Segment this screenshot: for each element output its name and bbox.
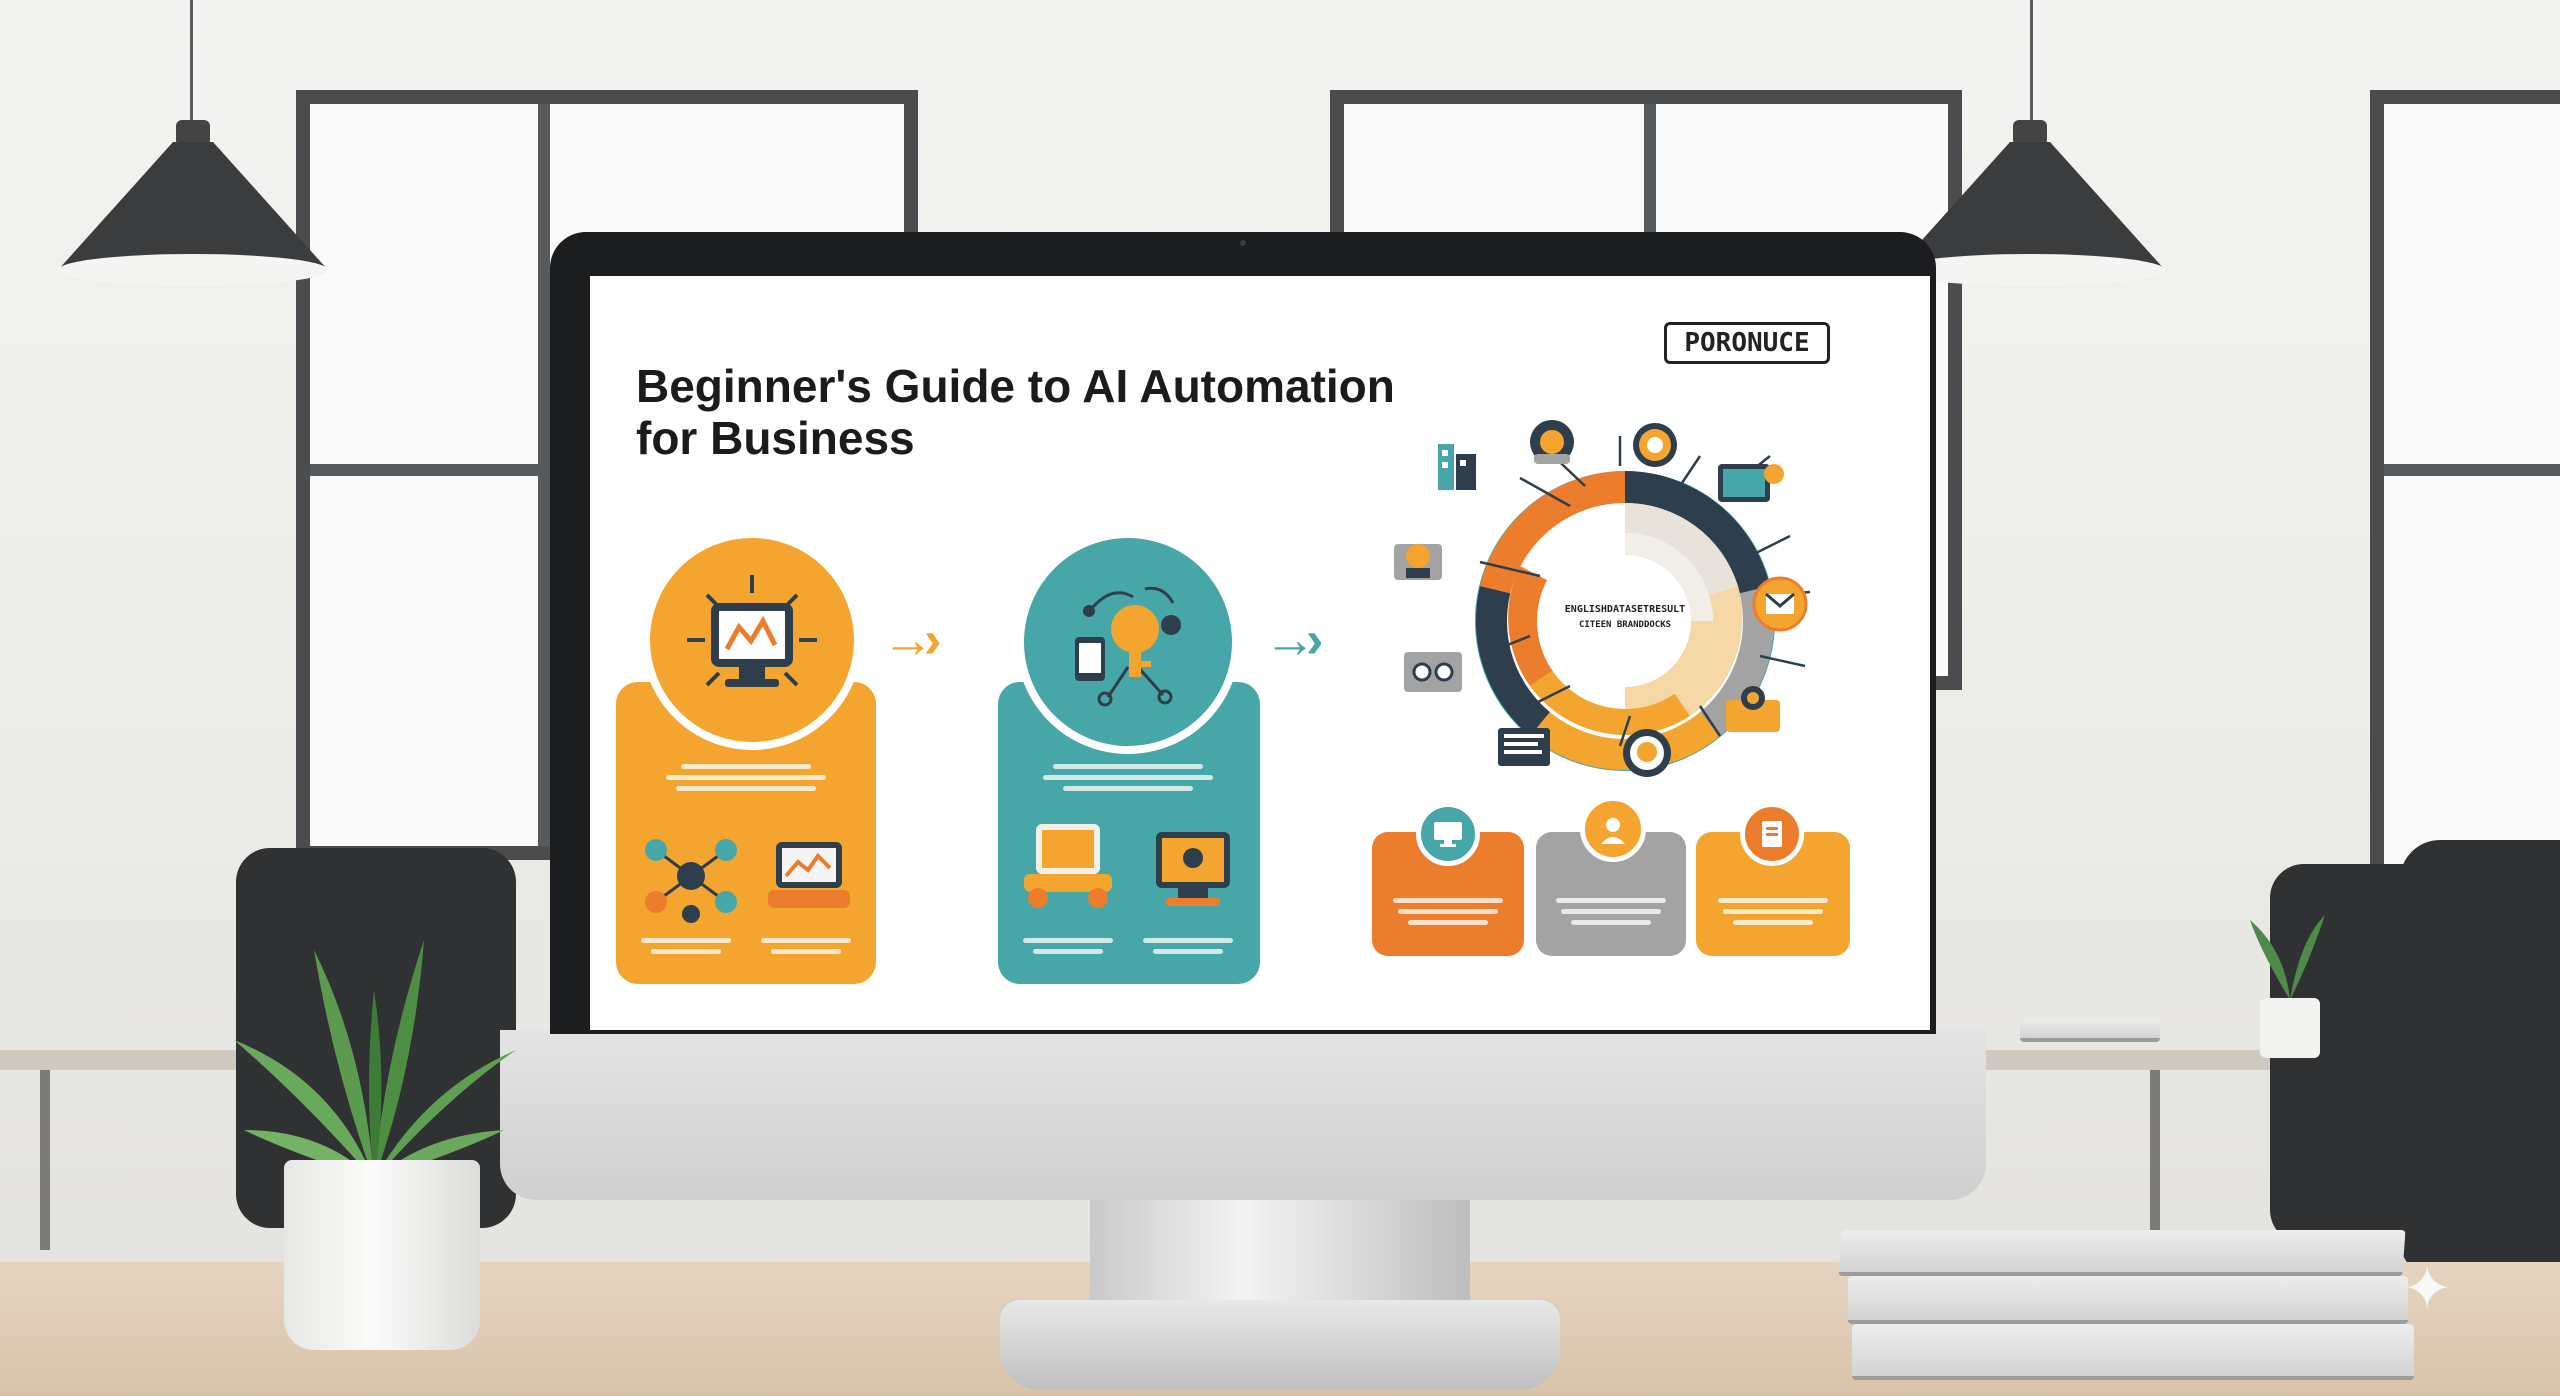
building-icon — [1434, 438, 1480, 492]
ai-laptop-icon — [1020, 818, 1116, 914]
document-screen-icon — [1494, 724, 1554, 774]
window-right — [2370, 90, 2560, 950]
support-agent-icon — [1720, 680, 1786, 736]
plant-pot — [284, 1160, 480, 1350]
mail-icon — [1750, 574, 1810, 634]
step-card-1-caption-left — [636, 938, 736, 954]
book-middle — [1848, 1276, 2408, 1324]
book-top — [1838, 1230, 2406, 1276]
hub-label-line-1: ENGLISHDATASETRESULT — [1564, 604, 1686, 615]
automation-wheel-icon — [1475, 471, 1775, 771]
slide-title-line-2: for Business — [636, 412, 915, 464]
step-circle-2 — [1016, 530, 1240, 754]
bottom-card-3-text — [1712, 898, 1834, 925]
monitor-stand — [1090, 1180, 1470, 1320]
laptop-chart-icon — [766, 838, 852, 914]
arrow-right-icon-2: →› — [1264, 611, 1323, 669]
monitor-stand-base — [1000, 1300, 1560, 1390]
monitor-icon — [687, 575, 817, 687]
network-icon — [636, 828, 746, 924]
document-icon — [1740, 802, 1804, 866]
ai-key-icon — [1075, 586, 1181, 707]
camera-icon — [1400, 648, 1466, 696]
snake-plant — [224, 930, 524, 1190]
monitor-screen: Beginner's Guide to AI Automation for Bu… — [590, 276, 1930, 1030]
step-card-2-text — [1028, 764, 1228, 791]
hub-label: ENGLISHDATASETRESULT CITEEN BRANDDOCKS — [1550, 602, 1700, 632]
automation-hub: ENGLISHDATASETRESULT CITEEN BRANDDOCKS — [1470, 466, 1780, 776]
target-icon — [1630, 420, 1680, 470]
step-card-2-caption-left — [1018, 938, 1118, 954]
bottom-card-1-text — [1388, 898, 1508, 925]
hub-label-line-2: CITEEN BRANDDOCKS — [1578, 620, 1672, 630]
pendant-lamp-right — [1885, 120, 2175, 290]
pendant-lamp-left — [48, 120, 338, 290]
step-card-1-text — [646, 764, 846, 791]
brand-badge: PORONUCE — [1664, 322, 1830, 364]
office-chair-far-right — [2400, 840, 2560, 1280]
background-plant — [2230, 910, 2350, 1060]
desktop-icon — [1416, 802, 1480, 866]
slide-title: Beginner's Guide to AI Automation for Bu… — [636, 360, 1396, 464]
arrow-right-icon: →› — [882, 611, 941, 669]
step-card-2-caption-right — [1138, 938, 1238, 954]
robot-head-icon — [1524, 414, 1580, 468]
slide-title-line-1: Beginner's Guide to AI Automation — [636, 360, 1395, 412]
bottom-card-2-text — [1552, 898, 1670, 925]
sparkle-icon: ✦ — [2402, 1255, 2453, 1322]
profile-circle-icon — [1620, 726, 1674, 780]
monitor-chin — [500, 1030, 1986, 1200]
user-focus-icon — [1580, 796, 1646, 862]
step-circle-1 — [642, 530, 862, 750]
book-bottom — [1852, 1324, 2414, 1380]
camera-dot — [1240, 240, 1246, 246]
robot-screen-icon — [1148, 822, 1238, 912]
user-screen-icon — [1388, 530, 1448, 586]
presentation-icon — [1714, 458, 1786, 514]
step-card-1-caption-right — [756, 938, 856, 954]
